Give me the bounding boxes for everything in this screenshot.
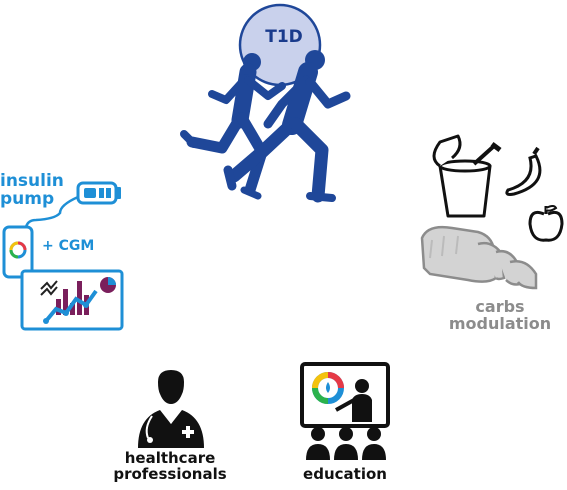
healthcare-label: healthcare professionals bbox=[113, 449, 227, 484]
yogurt-icon bbox=[432, 134, 502, 218]
apple-icon bbox=[528, 205, 564, 242]
education-label: education bbox=[303, 465, 387, 483]
insulin-pump-label: insulin pump bbox=[0, 171, 64, 210]
doctor-icon bbox=[138, 370, 204, 448]
cgm-label: + CGM bbox=[42, 238, 95, 254]
presentation-icon bbox=[300, 362, 390, 460]
carbs-foods bbox=[420, 134, 564, 290]
insulin-devices bbox=[2, 181, 124, 331]
runners-group bbox=[180, 3, 351, 203]
insulin-pump-icon bbox=[76, 181, 121, 205]
runners-icon bbox=[180, 50, 351, 203]
chart-panel-icon bbox=[20, 269, 124, 331]
carbs-label: carbs modulation bbox=[448, 297, 552, 334]
smartphone-icon bbox=[2, 225, 34, 279]
pump-tubing bbox=[24, 195, 79, 228]
bread-icon bbox=[420, 225, 538, 290]
t1d-label: T1D bbox=[265, 27, 303, 47]
banana-icon bbox=[505, 146, 542, 196]
